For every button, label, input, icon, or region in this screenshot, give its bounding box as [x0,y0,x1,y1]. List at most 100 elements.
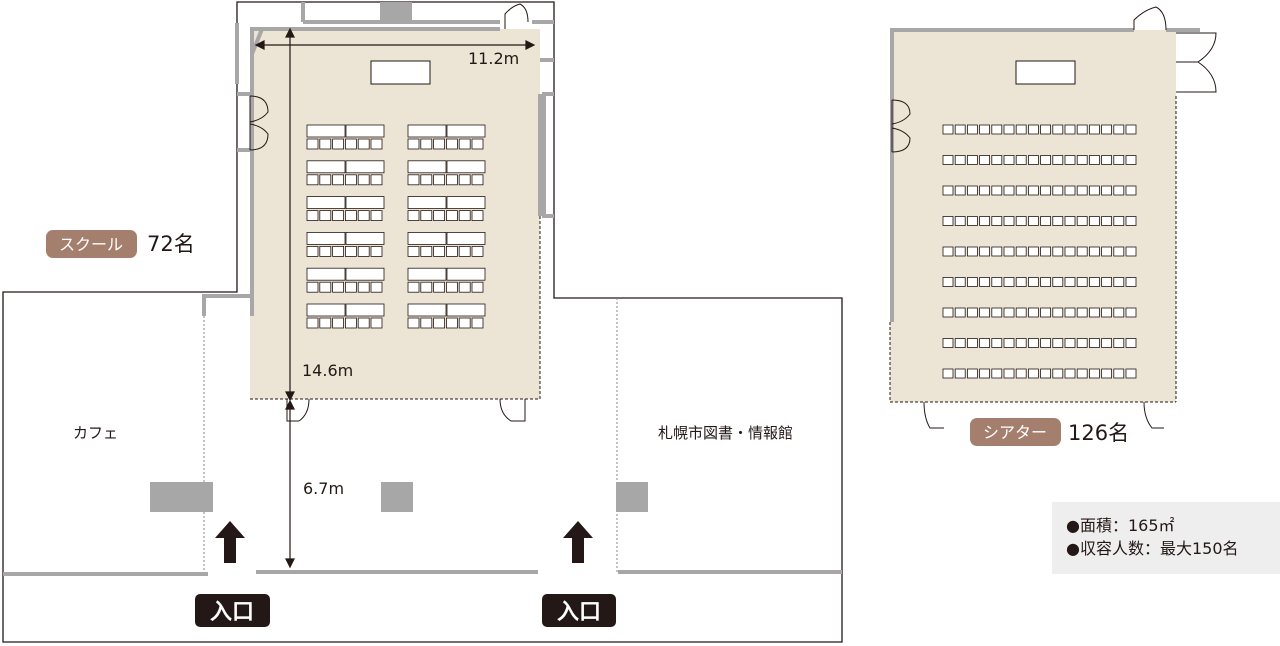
pillar-library [616,482,648,512]
seat [1040,216,1051,226]
seat [1089,185,1100,196]
seat [967,124,978,135]
seat [1015,216,1027,226]
school-badge [46,230,137,258]
seat [979,368,990,379]
chair [445,317,458,329]
theater-walls [890,28,1200,322]
seat [1028,277,1039,287]
seat [954,246,966,257]
seat [1040,368,1051,379]
seat [942,155,954,165]
seat [954,277,966,287]
seat [979,155,990,165]
chair [357,281,370,293]
seat [979,185,990,196]
seat [1113,307,1125,318]
seat [942,185,954,196]
seat [979,124,990,135]
chair [319,281,332,293]
chair [306,317,319,329]
seat [1113,277,1125,287]
pillar-cafe [150,482,213,512]
seat [979,307,990,318]
seat [1028,216,1039,226]
seat [979,277,990,287]
chair [407,281,420,293]
seat [954,368,966,379]
seat [1064,338,1076,348]
entrance-arrow-right [563,521,593,563]
seat [967,185,978,196]
theater-seats [942,124,1137,379]
seat [1076,185,1088,196]
chair [357,174,370,186]
entrance-label-left: 入口 [210,600,254,625]
desk-group [306,124,385,150]
capacity-info: ●収容人数：最大150名 [1066,539,1239,558]
seat [1052,338,1064,348]
seat [1040,277,1051,287]
desk-group [306,303,385,329]
chair [420,210,433,222]
seat [991,246,1003,257]
seat [954,185,966,196]
chair [332,317,345,329]
seat [1113,338,1125,348]
desk-group [407,160,486,186]
seat [942,246,954,257]
chair [433,138,446,150]
chair [344,281,357,293]
chair [344,317,357,329]
seat [1015,246,1027,257]
chair [319,317,332,329]
seat [991,155,1003,165]
seat [954,307,966,318]
seat [1015,368,1027,379]
seat [1052,368,1064,379]
chair [332,210,345,222]
seat [991,216,1003,226]
chair [445,174,458,186]
theater-doors [891,6,1217,429]
desk-group [407,231,486,257]
seat [1125,277,1137,287]
seat [991,124,1003,135]
desk-group [306,160,385,186]
seat [1076,307,1088,318]
seat [1076,216,1088,226]
height-dimension-label: 14.6m [302,361,353,380]
chair [433,174,446,186]
seat [1028,307,1039,318]
seat [967,216,978,226]
chair [407,317,420,329]
chair [407,245,420,257]
seat [991,338,1003,348]
chair [370,138,383,150]
seat [967,338,978,348]
seat [1064,185,1076,196]
seat [1015,185,1027,196]
seat [954,338,966,348]
seat [1003,307,1015,318]
seat [1125,155,1137,165]
chair [332,245,345,257]
seat [1052,246,1064,257]
seat [1089,277,1100,287]
seat [1028,338,1039,348]
desk-group [407,267,486,293]
chair [420,174,433,186]
seat [1125,216,1137,226]
chair [306,210,319,222]
seat [1040,124,1051,135]
chair [445,210,458,222]
seat [1101,124,1112,135]
chair [458,210,471,222]
seat [1089,124,1100,135]
chair [458,174,471,186]
seat [1101,277,1112,287]
seat [1125,338,1137,348]
seat [1028,368,1039,379]
theater-badge [970,418,1061,446]
seat [942,307,954,318]
